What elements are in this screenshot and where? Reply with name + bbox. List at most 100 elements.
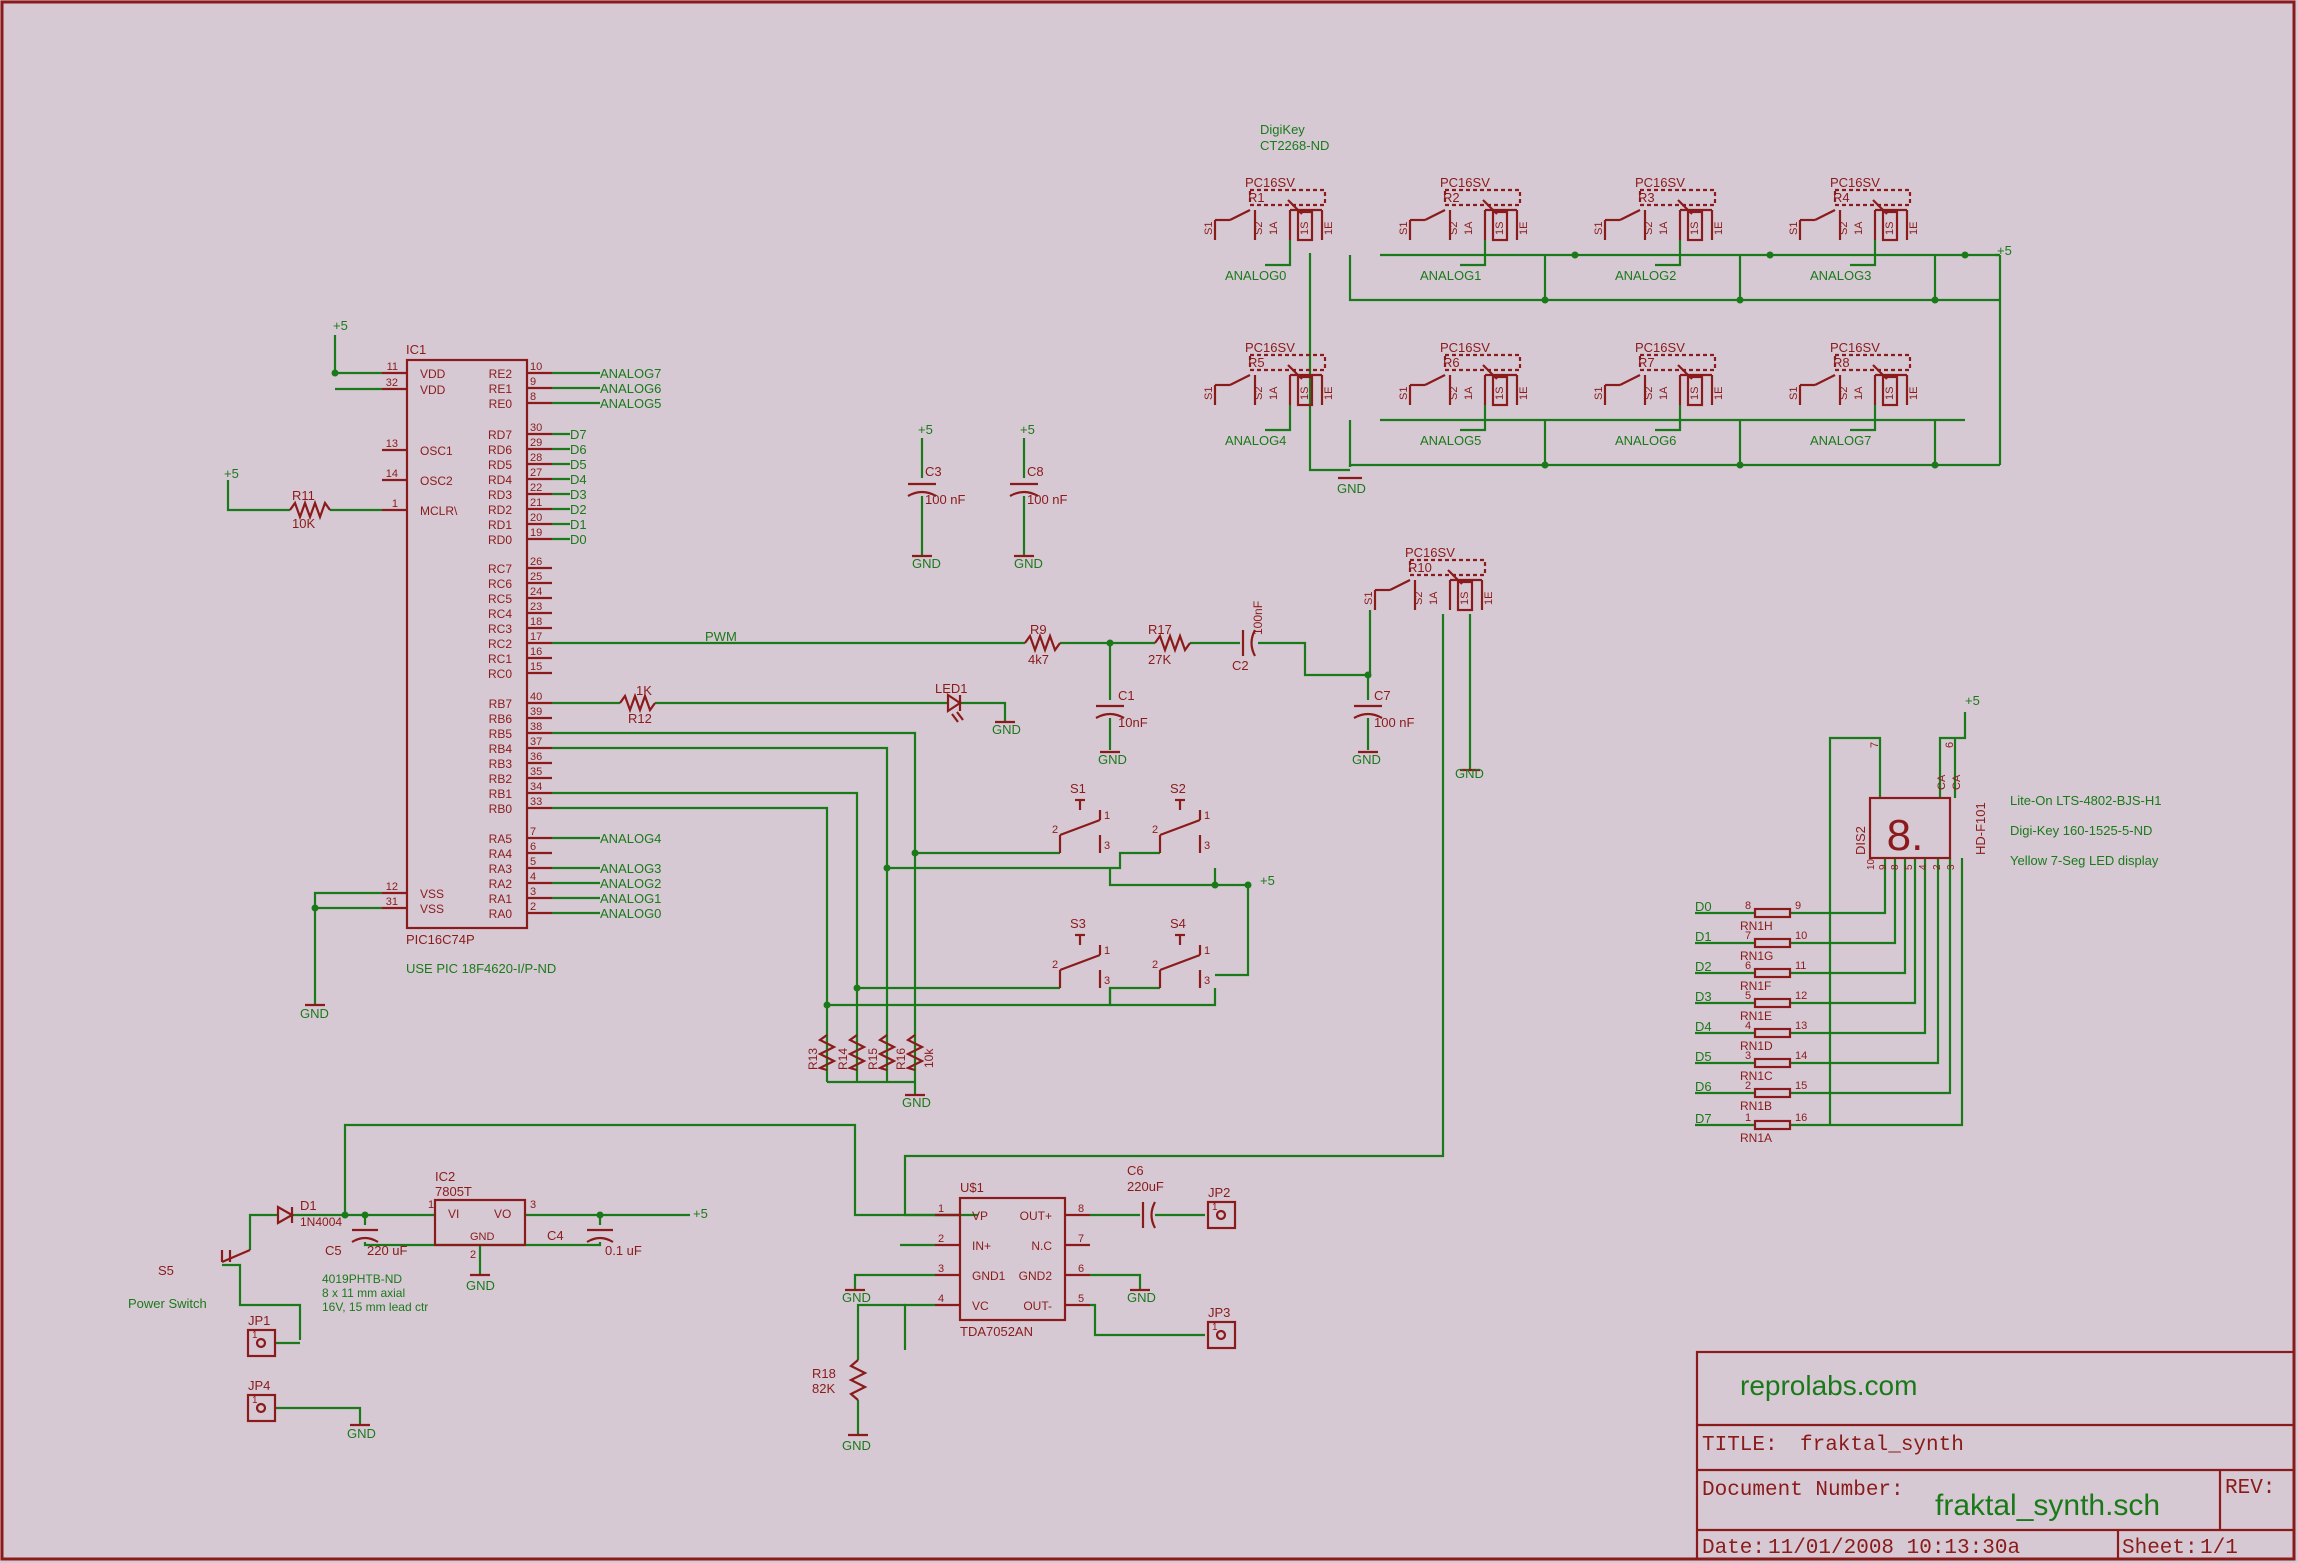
ic1-name: IC1 bbox=[406, 342, 426, 357]
pot-pin: S1 bbox=[1788, 387, 1800, 400]
r12-value: 1K bbox=[636, 683, 652, 698]
c3-value: 100 nF bbox=[925, 492, 966, 507]
pin-number: 29 bbox=[530, 437, 542, 449]
pot-pin: S1 bbox=[1593, 387, 1605, 400]
c2-name: C2 bbox=[1232, 658, 1249, 673]
rn-pin: 8 bbox=[1745, 900, 1751, 912]
pot-type: PC16SV bbox=[1245, 340, 1295, 355]
pot-pin: 1S bbox=[1884, 222, 1896, 235]
power-plus5: +5 bbox=[333, 318, 348, 333]
jumper-name: JP4 bbox=[248, 1378, 270, 1393]
pot-type: PC16SV bbox=[1830, 175, 1880, 190]
pot-type: PC16SV bbox=[1440, 175, 1490, 190]
pin-name: VDD bbox=[420, 367, 446, 381]
pot-pin: 1A bbox=[1658, 221, 1670, 235]
rn-pin: 15 bbox=[1795, 1080, 1807, 1092]
display-info: Digi-Key 160-1525-5-ND bbox=[2010, 823, 2152, 838]
net-label: ANALOG2 bbox=[1615, 268, 1676, 283]
display-info: Lite-On LTS-4802-BJS-H1 bbox=[2010, 793, 2162, 808]
switch-pin: 1 bbox=[1104, 945, 1110, 957]
pin-name: RA5 bbox=[489, 832, 513, 846]
pot-type: PC16SV bbox=[1245, 175, 1295, 190]
net-label: ANALOG1 bbox=[600, 891, 661, 906]
pin-name: GND2 bbox=[1019, 1269, 1053, 1283]
pin-name: RD0 bbox=[488, 533, 512, 547]
pin-number: 32 bbox=[386, 377, 398, 389]
rn-pin: 7 bbox=[1745, 930, 1751, 942]
switch-name: S2 bbox=[1170, 781, 1186, 796]
date-label: Date: bbox=[1702, 1537, 1765, 1560]
net-label: D0 bbox=[1695, 899, 1712, 914]
pin-number: 38 bbox=[530, 721, 542, 733]
c5-name: C5 bbox=[325, 1243, 342, 1258]
power-plus5: +5 bbox=[693, 1206, 708, 1221]
gnd-label: GND bbox=[1337, 481, 1366, 496]
power-plus5: +5 bbox=[1965, 693, 1980, 708]
title-block bbox=[1695, 1350, 2296, 1561]
pot-pin: 1S bbox=[1299, 387, 1311, 400]
rn-pin: 9 bbox=[1795, 900, 1801, 912]
pot-pin: 1A bbox=[1463, 221, 1475, 235]
pin-name: RD3 bbox=[488, 488, 512, 502]
display-info: Yellow 7-Seg LED display bbox=[2010, 853, 2159, 868]
pot-name: R6 bbox=[1443, 355, 1460, 370]
pot-pin: S1 bbox=[1203, 222, 1215, 235]
pin-name: RD6 bbox=[488, 443, 512, 457]
pin-name: RD5 bbox=[488, 458, 512, 472]
dis2-pin: 4 bbox=[1918, 864, 1929, 870]
pot-pin: S2 bbox=[1253, 222, 1265, 235]
pin-number: 5 bbox=[530, 856, 536, 868]
pot-pin: 1E bbox=[1713, 222, 1725, 235]
rn-pin: 10 bbox=[1795, 930, 1807, 942]
c7-value: 100 nF bbox=[1374, 715, 1415, 730]
net-label: ANALOG4 bbox=[600, 831, 661, 846]
r17-value: 27K bbox=[1148, 652, 1171, 667]
c5-note: 16V, 15 mm lead ctr bbox=[322, 1300, 428, 1314]
pin-name: RA0 bbox=[489, 907, 513, 921]
ic2-vo: VO bbox=[494, 1207, 511, 1221]
switch-name: S1 bbox=[1070, 781, 1086, 796]
rn-name: RN1H bbox=[1740, 919, 1773, 933]
sheet-value: 1/1 bbox=[2200, 1537, 2238, 1560]
r12-name: R12 bbox=[628, 711, 652, 726]
pin-number: 36 bbox=[530, 751, 542, 763]
ic2-gnd: GND bbox=[470, 1231, 495, 1243]
net-label: ANALOG3 bbox=[1810, 268, 1871, 283]
c4-name: C4 bbox=[547, 1228, 564, 1243]
c5-value: 220 uF bbox=[367, 1243, 408, 1258]
c2-value: 100nF bbox=[1251, 601, 1265, 635]
pin-name: RA1 bbox=[489, 892, 513, 906]
pin-number: 30 bbox=[530, 422, 542, 434]
net-label: D3 bbox=[1695, 989, 1712, 1004]
pin-number: 25 bbox=[530, 571, 542, 583]
pin-name: MCLR\ bbox=[420, 504, 458, 518]
net-label: ANALOG2 bbox=[600, 876, 661, 891]
parts bbox=[220, 188, 1952, 1437]
pin-number: 18 bbox=[530, 616, 542, 628]
rn-name: RN1A bbox=[1740, 1131, 1772, 1145]
pot-pin: 1S bbox=[1884, 387, 1896, 400]
pin-number: 15 bbox=[530, 661, 542, 673]
ic2-value: 7805T bbox=[435, 1184, 472, 1199]
pin-number: 6 bbox=[530, 841, 536, 853]
net-label: D2 bbox=[1695, 959, 1712, 974]
gnd-label: GND bbox=[992, 722, 1021, 737]
pin-number: 27 bbox=[530, 467, 542, 479]
pot-pin: S1 bbox=[1593, 222, 1605, 235]
wires bbox=[222, 240, 2002, 1435]
dis2-pin: 2 bbox=[1932, 864, 1943, 870]
c7-name: C7 bbox=[1374, 688, 1391, 703]
jumper-pin: 1 bbox=[1212, 1202, 1218, 1213]
r11-name: R11 bbox=[292, 488, 315, 503]
sheet-label: Sheet: bbox=[2122, 1537, 2198, 1560]
pin-name: RB1 bbox=[489, 787, 513, 801]
c4-value: 0.1 uF bbox=[605, 1243, 642, 1258]
rn-pin: 16 bbox=[1795, 1112, 1807, 1124]
rn-name: RN1D bbox=[1740, 1039, 1773, 1053]
power-plus5: +5 bbox=[1997, 243, 2012, 258]
pot-pin: 1A bbox=[1853, 221, 1865, 235]
r17-name: R17 bbox=[1148, 622, 1172, 637]
pin-name: RD7 bbox=[488, 428, 512, 442]
